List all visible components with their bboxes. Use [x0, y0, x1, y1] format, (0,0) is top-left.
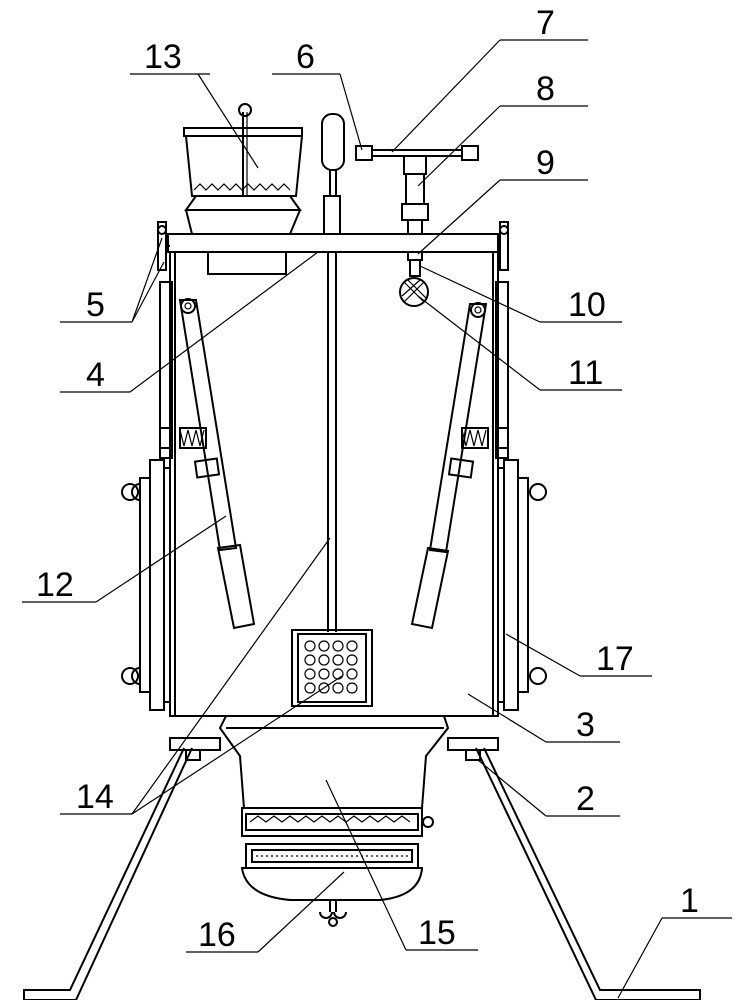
press-arm-right: [410, 302, 489, 630]
stand-leg-left: [23, 737, 221, 1001]
reference-numerals: 13 6 7 8 9 5 10 4 11 12 17 3 14 2 1 15 1…: [36, 4, 699, 954]
label-15: 15: [418, 914, 456, 952]
side-frame-right: [495, 281, 509, 459]
label-14: 14: [76, 778, 114, 816]
side-window-left: [121, 459, 171, 711]
top-plate: [167, 233, 499, 275]
label-9: 9: [536, 144, 555, 182]
bottom-funnel: [170, 715, 498, 809]
label-10: 10: [568, 286, 606, 324]
feed-hopper: [183, 103, 303, 235]
label-13: 13: [144, 38, 182, 76]
label-4: 4: [86, 356, 105, 394]
label-12: 12: [36, 566, 74, 604]
stirring-shaft: [321, 113, 345, 632]
collection-bowl: [240, 867, 424, 927]
label-7: 7: [536, 4, 555, 42]
label-17: 17: [596, 640, 634, 678]
label-1: 1: [680, 882, 699, 920]
label-6: 6: [296, 38, 315, 76]
label-2: 2: [576, 780, 595, 818]
filter-screen-lower: [245, 843, 419, 869]
stirring-head: [291, 629, 373, 707]
leader-lines: [22, 39, 732, 999]
spray-nozzle: [399, 251, 429, 307]
latch-right: [499, 221, 509, 271]
label-8: 8: [536, 70, 555, 108]
valve-handle: [355, 145, 479, 235]
side-window-right: [497, 459, 547, 711]
label-3: 3: [576, 706, 595, 744]
press-arm-left: [178, 298, 256, 630]
stand-leg-right: [447, 737, 701, 1001]
label-11: 11: [568, 354, 603, 392]
label-5: 5: [86, 286, 105, 324]
label-16: 16: [198, 916, 236, 954]
latch-left: [157, 221, 170, 271]
filter-screen-upper: [241, 807, 434, 837]
